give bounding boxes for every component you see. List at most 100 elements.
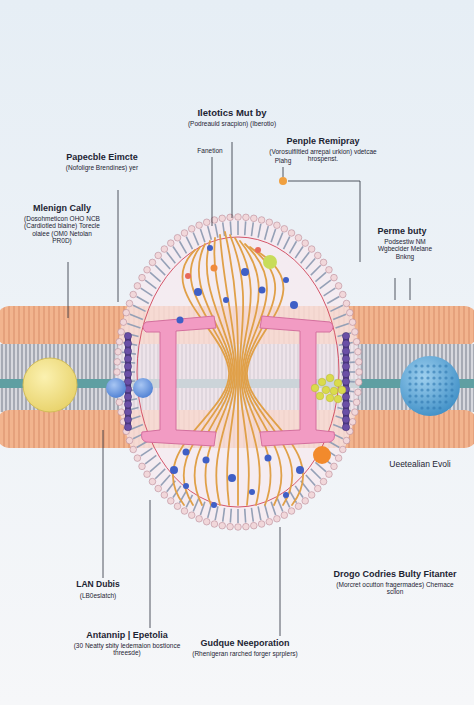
texture-dot — [426, 394, 429, 397]
lipid-head — [161, 246, 168, 253]
particle — [259, 287, 266, 294]
texture-dot — [426, 382, 429, 385]
lipid-head — [314, 485, 321, 492]
lipid-tail — [277, 499, 282, 512]
lipid-tail — [155, 469, 165, 479]
cluster-bead — [318, 378, 326, 386]
callout-label: Mlenign Cally — [16, 203, 108, 213]
lipid-tail — [320, 280, 331, 289]
particle — [255, 247, 261, 253]
lipid-tail — [237, 221, 239, 235]
lipid-head — [116, 338, 123, 345]
leader-line — [288, 181, 360, 262]
lipid-head — [355, 389, 362, 396]
column-core — [343, 334, 349, 430]
texture-dot — [444, 388, 447, 391]
lipid-tail — [311, 265, 321, 275]
lipid-head — [274, 515, 281, 522]
column-core — [125, 334, 131, 430]
leader-line — [103, 430, 104, 578]
lipid-head — [114, 369, 121, 376]
lipid-head — [188, 225, 195, 232]
lipid-tail — [311, 469, 321, 479]
leader-line — [283, 167, 284, 177]
lipid-head — [339, 291, 346, 298]
bead — [124, 408, 131, 415]
lipid-tail — [336, 323, 349, 328]
cluster-bead — [322, 386, 330, 394]
leader-line — [395, 278, 396, 300]
lipid-head — [295, 503, 302, 510]
lipid-tail — [330, 305, 343, 311]
lipid-tail — [141, 288, 153, 296]
filament — [220, 235, 237, 505]
texture-dot — [420, 388, 423, 391]
lipid-head — [144, 267, 151, 274]
callout-label: Papecble Eimcte — [47, 152, 157, 162]
lipid-tail — [127, 323, 140, 328]
texture-dot — [450, 388, 453, 391]
lipid-tail — [258, 506, 261, 520]
lipid-tail — [130, 314, 143, 319]
lipid-head — [114, 359, 121, 366]
bead — [124, 401, 131, 408]
bead — [342, 424, 349, 431]
texture-dot — [432, 388, 435, 391]
texture-dot — [432, 376, 435, 379]
lipid-tail — [223, 508, 225, 522]
protein-texture — [408, 364, 453, 409]
bead — [342, 378, 349, 385]
texture-dot — [450, 376, 453, 379]
bead — [124, 355, 131, 362]
bead — [124, 378, 131, 385]
particle — [185, 273, 191, 279]
callout-label: Gudque Neeporation — [185, 638, 305, 648]
lipid-head — [320, 259, 327, 266]
lipid-head — [314, 252, 321, 259]
lipid-head — [346, 309, 353, 316]
callout-label: (Nofoligre Brendines) yer — [52, 164, 152, 171]
lipid-head — [139, 463, 146, 470]
lipid-tail — [161, 258, 170, 269]
texture-dot — [450, 382, 453, 385]
cluster-bead — [326, 394, 334, 402]
lipid-tail — [237, 509, 239, 523]
lipid-head — [219, 215, 226, 222]
lipid-head — [174, 503, 181, 510]
lipid-head — [155, 252, 162, 259]
cluster-bead — [334, 379, 342, 387]
lipid-head — [266, 219, 273, 226]
texture-dot — [426, 370, 429, 373]
bead — [342, 348, 349, 355]
texture-dot — [420, 406, 423, 409]
cluster-bead — [338, 386, 346, 394]
lipid-head — [353, 338, 360, 345]
texture-dot — [408, 394, 411, 397]
lipid-head — [355, 348, 362, 355]
callout-label: Podsestiw NM Wgbeclder Melane Bnkng — [368, 238, 442, 260]
lipid-head — [167, 498, 174, 505]
lipid-tail — [145, 280, 156, 289]
texture-dot — [432, 406, 435, 409]
lipid-head — [196, 515, 203, 522]
texture-dot — [408, 376, 411, 379]
lipid-tail — [290, 241, 297, 253]
particle — [177, 317, 184, 324]
lipid-tail — [167, 252, 176, 263]
texture-dot — [426, 364, 429, 367]
bead — [342, 332, 349, 339]
orange-particle — [313, 446, 331, 464]
texture-dot — [438, 382, 441, 385]
texture-dot — [420, 376, 423, 379]
lipid-head — [134, 283, 141, 290]
lipid-head — [288, 230, 295, 237]
lipid-tail — [265, 504, 269, 518]
lipid-tail — [244, 221, 247, 235]
lipid-head — [115, 348, 122, 355]
lipid-head — [120, 319, 127, 326]
texture-dot — [426, 406, 429, 409]
lipid-head — [331, 463, 338, 470]
callout-label: Plahg — [263, 157, 303, 164]
bead — [342, 416, 349, 423]
